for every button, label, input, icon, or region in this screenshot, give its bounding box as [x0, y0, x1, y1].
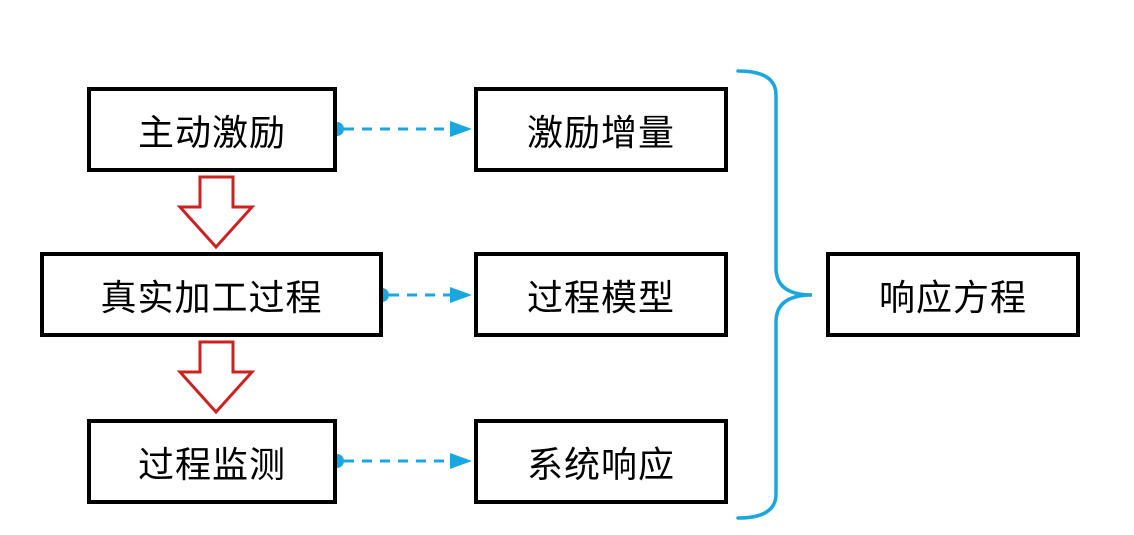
box-label: 过程监测	[137, 444, 286, 486]
box-label: 激励增量	[526, 112, 675, 154]
box-excitation-increment: 激励增量	[474, 87, 728, 172]
box-process-model: 过程模型	[474, 252, 728, 337]
flow-arrow-active-to-real	[176, 175, 256, 250]
box-real-process: 真实加工过程	[40, 252, 383, 337]
connector-monitor-to-response	[330, 453, 472, 469]
box-label: 主动激励	[137, 112, 286, 154]
box-label: 过程模型	[526, 277, 675, 319]
box-label: 响应方程	[878, 277, 1027, 319]
box-response-equation: 响应方程	[826, 252, 1080, 337]
connector-active-to-increment	[330, 121, 472, 137]
grouping-brace	[736, 69, 813, 520]
flow-arrow-real-to-monitor	[176, 340, 256, 415]
box-system-response: 系统响应	[474, 419, 728, 504]
box-active-excitation: 主动激励	[87, 87, 337, 172]
connector-real-to-model	[375, 287, 472, 303]
box-process-monitoring: 过程监测	[87, 419, 337, 504]
box-label: 真实加工过程	[100, 277, 323, 319]
box-label: 系统响应	[526, 444, 675, 486]
